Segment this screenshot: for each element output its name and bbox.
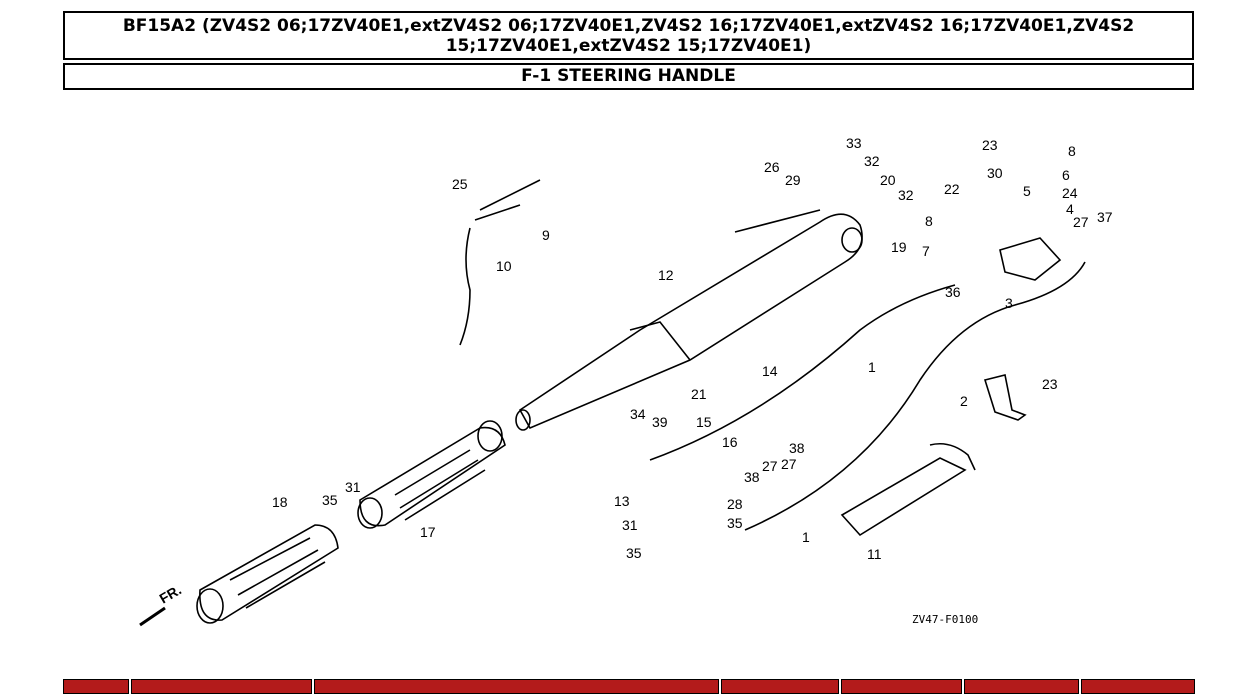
callout-35a: 35 [322,492,338,508]
callout-27a: 27 [1073,214,1089,230]
callout-1b: 1 [802,529,810,545]
callout-20: 20 [880,172,896,188]
callout-30: 30 [987,165,1003,181]
callout-35c: 35 [626,545,642,561]
callout-31a: 31 [345,479,361,495]
table-header-cell [63,679,129,694]
callout-25: 25 [452,176,468,192]
callout-6: 6 [1062,167,1070,183]
callout-2: 2 [960,393,968,409]
callout-38a: 38 [744,469,760,485]
drawing-code: ZV47-F0100 [912,613,978,626]
throttle-grip-shape [357,420,506,529]
callout-31b: 31 [622,517,638,533]
callout-27b: 27 [762,458,778,474]
callout-34: 34 [630,406,646,422]
callout-13: 13 [614,493,630,509]
callout-23a: 23 [982,137,998,153]
throttle-cable-shape [649,284,956,461]
callout-16: 16 [722,434,738,450]
callout-7: 7 [922,243,930,259]
table-header-cell [964,679,1079,694]
callout-15: 15 [696,414,712,430]
table-header-cell [314,679,719,694]
callout-39: 39 [652,414,668,430]
table-header-cell [841,679,962,694]
callout-10: 10 [496,258,512,274]
callout-12: 12 [658,267,674,283]
callout-19: 19 [891,239,907,255]
callout-23b: 23 [1042,376,1058,392]
section-title: F-1 STEERING HANDLE [63,63,1194,90]
callout-26: 26 [764,159,780,175]
callout-35b: 35 [727,515,743,531]
callout-1a: 1 [868,359,876,375]
callout-29: 29 [785,172,801,188]
callout-27c: 27 [781,456,797,472]
callout-37: 37 [1097,209,1113,225]
callout-18: 18 [272,494,288,510]
callout-28: 28 [727,496,743,512]
model-title: BF15A2 (ZV4S2 06;17ZV40E1,extZV4S2 06;17… [63,11,1194,60]
table-header-cell [721,679,839,694]
callout-32b: 32 [898,187,914,203]
callout-38b: 38 [789,440,805,456]
callout-3: 3 [1005,295,1013,311]
callout-8a: 8 [1068,143,1076,159]
callout-21: 21 [691,386,707,402]
callout-36: 36 [945,284,961,300]
table-header-cell [131,679,312,694]
shift-cable-shape [744,261,1086,531]
callout-32a: 32 [864,153,880,169]
table-header-cell [1081,679,1195,694]
outer-grip-shape [196,524,339,624]
callout-11: 11 [867,546,882,562]
callout-22: 22 [944,181,960,197]
callout-14: 14 [762,363,778,379]
callout-4: 4 [1066,201,1074,217]
callout-5: 5 [1023,183,1031,199]
callout-24: 24 [1062,185,1078,201]
callout-33: 33 [846,135,862,151]
tiller-cover-shape [840,442,976,537]
callout-8b: 8 [925,213,933,229]
steering-arm-shape [518,213,863,430]
callout-9: 9 [542,227,550,243]
callout-17: 17 [420,524,436,540]
front-arrow-label: FR. [157,581,185,606]
